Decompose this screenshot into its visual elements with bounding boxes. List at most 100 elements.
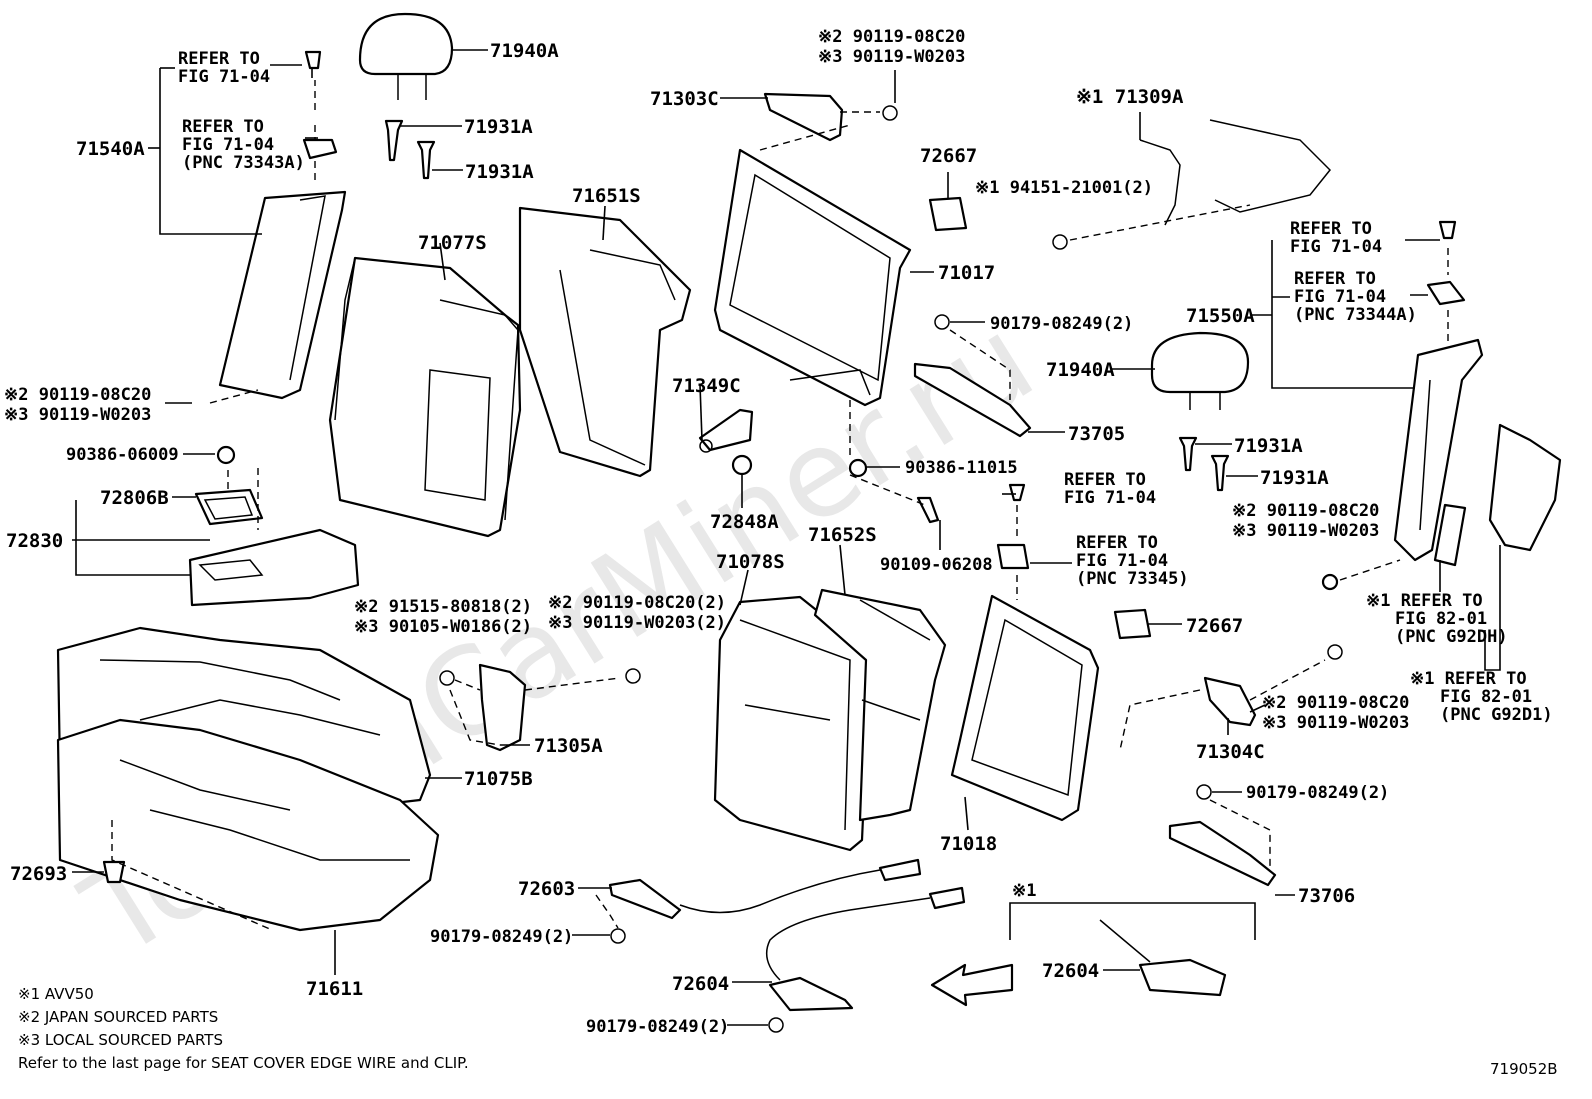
bracket-71303C	[759, 92, 898, 151]
label-mid-ref1-line2: FIG 71-04	[1064, 488, 1156, 508]
label-71540A: 71540A	[76, 138, 145, 160]
lock-plate-73706	[1168, 784, 1277, 887]
label-mid-ref2-line3: (PNC 73345)	[1076, 569, 1189, 589]
direction-arrow-icon	[930, 963, 1014, 1007]
label-73705: 73705	[1068, 423, 1125, 445]
label-90179-08249-d: 90179-08249(2)	[586, 1017, 729, 1037]
label-90119-left-local: ※3 90119-W0203	[4, 405, 151, 425]
label-71550A-ref1-line2: FIG 71-04	[1290, 237, 1382, 257]
cap-72848A	[731, 454, 753, 476]
label-91515-jp: ※2 91515-80818(2)	[354, 597, 532, 617]
variant-bracket-box	[1009, 902, 1256, 940]
belt-guide-82-01	[1433, 423, 1562, 567]
bracket-71304C	[1119, 644, 1343, 751]
label-mid-ref2-line1: REFER TO	[1076, 533, 1158, 553]
headrest-right	[1150, 331, 1250, 410]
label-90119-left-jp: ※2 90119-08C20	[4, 385, 151, 405]
label-72604-right: 72604	[1042, 960, 1099, 982]
retainer-72667-top	[928, 196, 968, 232]
label-71540A-ref2-line1: REFER TO	[182, 117, 264, 137]
label-71931A-3: 71931A	[1234, 435, 1303, 457]
headrest-top	[358, 12, 454, 100]
label-71304C-jp: ※2 90119-08C20	[1262, 693, 1409, 713]
label-71931A-2: 71931A	[465, 161, 534, 183]
callout-labels: 71540A REFER TO FIG 71-04 REFER TO FIG 7…	[4, 27, 1553, 1037]
label-82-01-a-line3: (PNC G92DH)	[1395, 627, 1508, 647]
label-72806B: 72806B	[100, 487, 169, 509]
label-71550A-ref2-line2: FIG 71-04	[1294, 287, 1386, 307]
label-mid-ref1-line1: REFER TO	[1064, 470, 1146, 490]
guide-71931A-3	[1178, 436, 1198, 472]
label-90119-top-local: ※3 90119-W0203	[818, 47, 965, 67]
label-90119-mid-local: ※3 90119-W0203(2)	[548, 613, 726, 633]
label-73706: 73706	[1298, 885, 1355, 907]
release-cable-72604-left	[765, 886, 966, 1033]
diagram-code: 719052B	[1490, 1060, 1558, 1078]
label-72667-mid: 72667	[1186, 615, 1243, 637]
label-82-01-a-line1: ※1 REFER TO	[1366, 591, 1483, 611]
label-91515-local: ※3 90105-W0186(2)	[354, 617, 532, 637]
seatback-cover-left	[328, 256, 522, 538]
note-avv50: ※1 AVV50	[18, 985, 94, 1003]
label-90179-08249-c: 90179-08249(2)	[430, 927, 573, 947]
label-71077S: 71077S	[418, 232, 487, 254]
label-71550A-ref2-line1: REFER TO	[1294, 269, 1376, 289]
label-71931A-1: 71931A	[464, 116, 533, 138]
seatback-frame-71017	[713, 148, 912, 407]
label-90119-top-jp: ※2 90119-08C20	[818, 27, 965, 47]
label-71611: 71611	[306, 978, 363, 1000]
guide-71931A-2	[416, 140, 436, 180]
label-variant-box: ※1	[1012, 881, 1036, 901]
label-71349C: 71349C	[672, 375, 741, 397]
side-bolster-left	[218, 50, 347, 400]
label-71540A-ref2-line3: (PNC 73343A)	[182, 153, 305, 173]
release-cable-72603	[595, 858, 922, 944]
label-71940A-right: 71940A	[1046, 359, 1115, 381]
guide-71931A-4	[1210, 454, 1230, 492]
label-90179-08249-a: 90179-08249(2)	[990, 314, 1133, 334]
note-japan-sourced: ※2 JAPAN SOURCED PARTS	[18, 1008, 219, 1026]
armrest-72830	[188, 468, 360, 607]
label-71304C-local: ※3 90119-W0203	[1262, 713, 1409, 733]
label-90119-right-jp: ※2 90119-08C20	[1232, 501, 1379, 521]
cup-holder-72806B	[194, 488, 264, 526]
label-82-01-b-line1: ※1 REFER TO	[1410, 669, 1527, 689]
label-72604-left: 72604	[672, 973, 729, 995]
label-71940A-top: 71940A	[490, 40, 559, 62]
nut-90386-11015	[848, 458, 868, 478]
retainer-73345	[996, 483, 1030, 600]
label-71075B: 71075B	[464, 768, 533, 790]
label-72667-top: 72667	[920, 145, 977, 167]
label-82-01-b-line2: FIG 82-01	[1440, 687, 1532, 707]
label-90386-06009: 90386-06009	[66, 445, 179, 465]
lock-plate-73705	[913, 314, 1032, 438]
label-72830: 72830	[6, 530, 63, 552]
release-cable-72604-right	[1099, 919, 1227, 997]
label-71540A-ref1-line1: REFER TO	[178, 49, 260, 69]
label-71018: 71018	[940, 833, 997, 855]
label-90119-mid-jp: ※2 90119-08C20(2)	[548, 593, 726, 613]
guide-71931A-1	[384, 119, 404, 162]
seatback-cover-left-2	[518, 206, 692, 478]
retainer-72667-mid	[1113, 608, 1152, 640]
label-71652S: 71652S	[808, 524, 877, 546]
label-90109-06208: 90109-06208	[880, 555, 993, 575]
label-94151-21001: ※1 94151-21001(2)	[975, 178, 1153, 198]
label-71305A: 71305A	[534, 735, 603, 757]
seatback-cover-right-2	[813, 588, 947, 822]
label-71550A: 71550A	[1186, 305, 1255, 327]
label-71017: 71017	[938, 262, 995, 284]
label-71304C: 71304C	[1196, 741, 1265, 763]
label-71651S: 71651S	[572, 185, 641, 207]
hinge-cover-71349C	[698, 408, 754, 453]
leader-lines	[72, 49, 1501, 1026]
label-71550A-ref1-line1: REFER TO	[1290, 219, 1372, 239]
note-seat-cover-edge-wire: Refer to the last page for SEAT COVER ED…	[18, 1054, 469, 1072]
seatback-frame-71018	[950, 594, 1100, 822]
label-71931A-4: 71931A	[1260, 467, 1329, 489]
label-71309A: ※1 71309A	[1076, 86, 1184, 108]
label-71303C: 71303C	[650, 88, 719, 110]
label-71078S: 71078S	[716, 551, 785, 573]
